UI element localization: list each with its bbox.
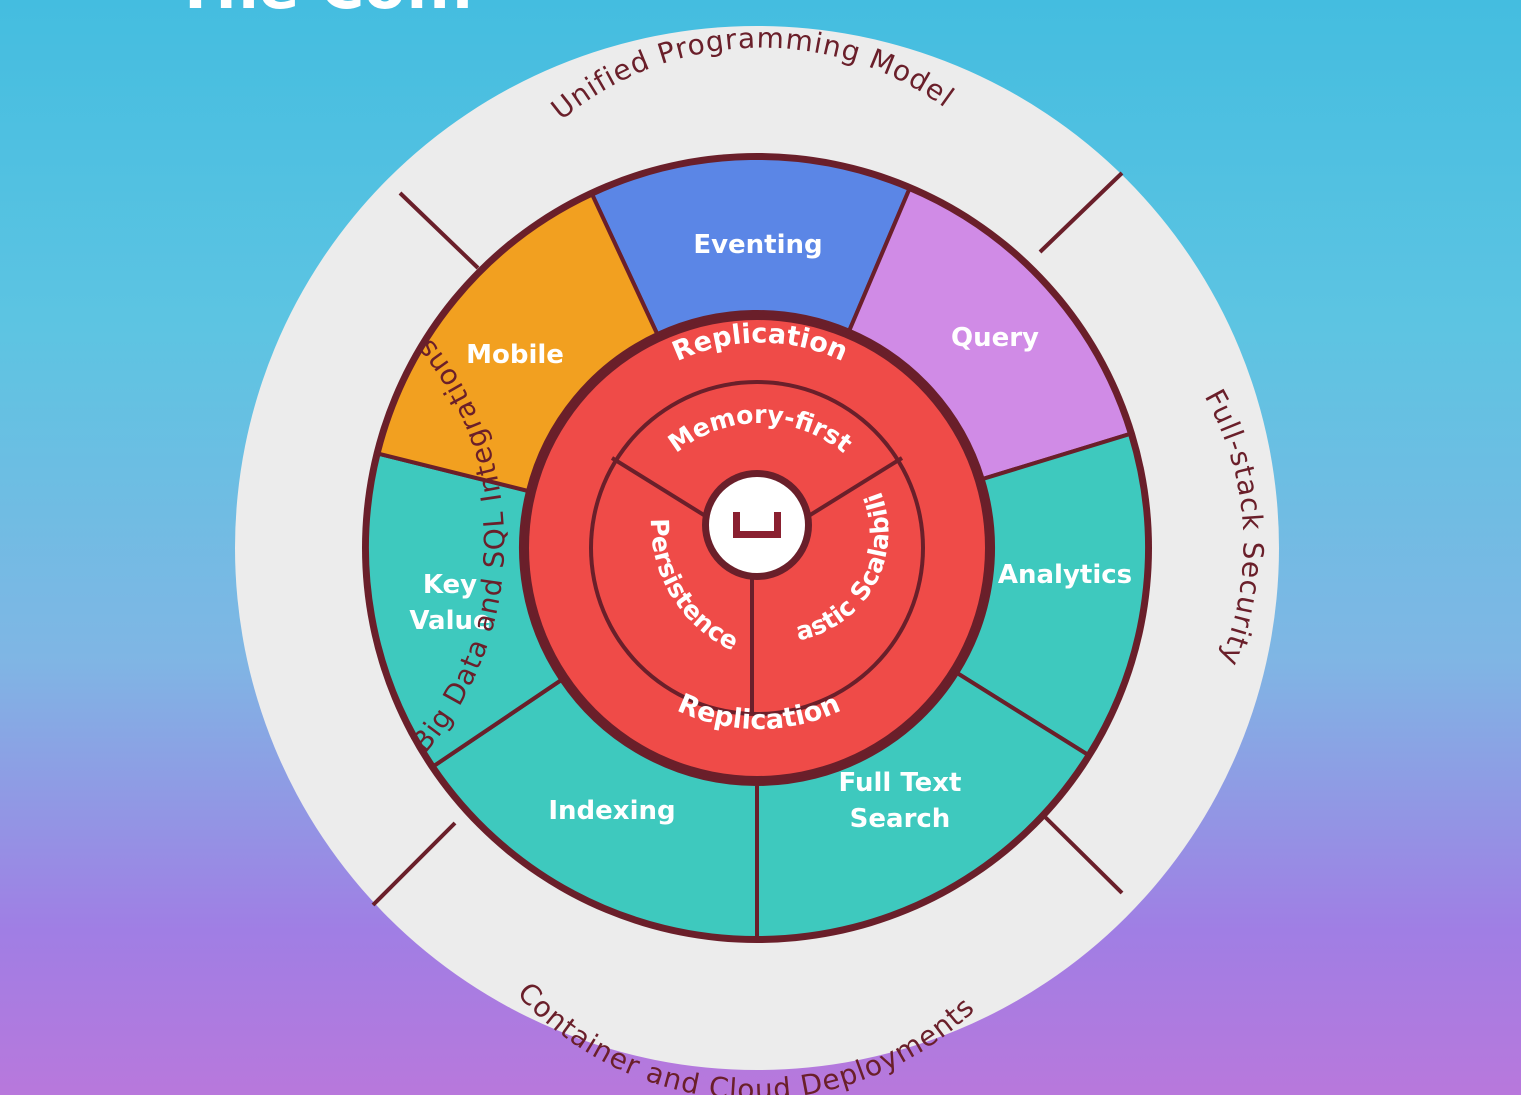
outer-ring-dividers [371,171,1124,907]
segment-indexing [430,677,759,941]
divider-top-right [1038,171,1124,254]
segment-analytics [954,431,1149,758]
segment-label-indexing: Indexing [548,796,675,826]
divider-top-left [398,191,480,270]
slide-title-fragment: The Co... [175,0,474,23]
segment-label-analytics: Analytics [998,560,1132,590]
segment-mobile [376,191,660,494]
segment-label-query: Query [951,323,1039,353]
divider-bottom-left [371,821,457,907]
couchbase-logo-icon [702,470,812,580]
segment-full-text-search [755,670,1091,941]
divider-bottom-right [1038,810,1124,895]
segment-label-mobile: Mobile [466,340,564,370]
segment-label-eventing: Eventing [693,230,822,260]
